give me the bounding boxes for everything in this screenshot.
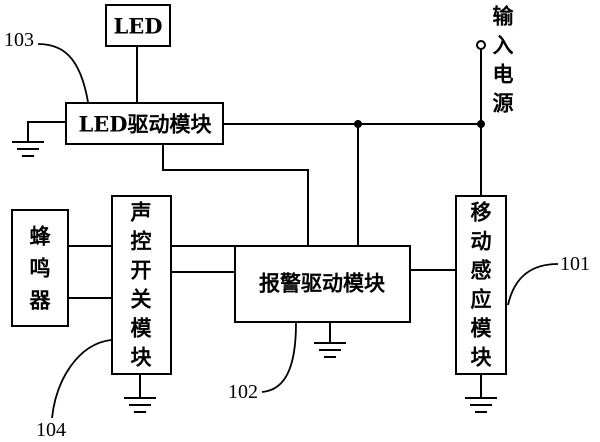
motion-sensor-char: 模 bbox=[471, 316, 493, 341]
voice-switch-char: 块 bbox=[131, 345, 153, 370]
voice-switch-char: 控 bbox=[131, 229, 152, 254]
ref-102: 102 bbox=[228, 322, 297, 403]
ref-101: 101 bbox=[507, 253, 590, 306]
leader-line-102 bbox=[261, 322, 297, 393]
power-input-label: 输 入 电 源 bbox=[493, 4, 515, 116]
motion-sensor-char: 应 bbox=[471, 287, 492, 312]
motion-sensor-char: 移 bbox=[471, 200, 492, 225]
power-input-char: 源 bbox=[493, 91, 514, 116]
buzzer-char: 蜂 bbox=[30, 224, 52, 249]
junction-dot-left bbox=[354, 120, 362, 128]
ground-symbol-voice-switch bbox=[124, 397, 156, 413]
ground-symbol-motion-sensor bbox=[465, 397, 497, 413]
led-block-label: LED bbox=[114, 14, 163, 39]
buzzer-block: 蜂 鸣 器 bbox=[11, 209, 69, 327]
junction-dot-right bbox=[477, 120, 485, 128]
motion-sensor-char: 感 bbox=[471, 258, 492, 283]
ref-label-101: 101 bbox=[560, 253, 590, 275]
buzzer-char: 鸣 bbox=[30, 256, 51, 281]
power-input-terminal bbox=[476, 40, 486, 50]
power-input-char: 入 bbox=[493, 33, 514, 58]
ref-label-104: 104 bbox=[36, 419, 66, 441]
power-input-char: 输 bbox=[493, 4, 515, 29]
ref-104: 104 bbox=[36, 339, 112, 441]
motion-sensor-block: 移 动 感 应 模 块 bbox=[455, 195, 507, 375]
led-driver-label: LED驱动模块 bbox=[79, 112, 213, 137]
leader-line-103 bbox=[37, 43, 89, 103]
led-block: LED bbox=[105, 4, 171, 47]
voice-switch-char: 关 bbox=[131, 287, 152, 312]
alarm-driver-block: 报警驱动模块 bbox=[234, 245, 411, 323]
buzzer-char: 器 bbox=[29, 288, 52, 313]
ref-103: 103 bbox=[4, 29, 89, 103]
wire-led-driver-ground bbox=[27, 121, 66, 142]
leader-line-101 bbox=[507, 263, 559, 306]
ref-label-102: 102 bbox=[228, 381, 258, 403]
motion-sensor-char: 动 bbox=[471, 229, 492, 254]
led-driver-block: LED驱动模块 bbox=[65, 102, 224, 145]
wire-led-driver-alarm bbox=[162, 144, 309, 246]
voice-switch-char: 声 bbox=[130, 200, 152, 225]
leader-line-104 bbox=[51, 339, 112, 419]
power-input-char: 电 bbox=[493, 62, 514, 87]
voice-switch-char: 模 bbox=[131, 316, 153, 341]
voice-switch-block: 声 控 开 关 模 块 bbox=[111, 195, 172, 375]
voice-switch-char: 开 bbox=[131, 258, 152, 283]
ref-label-103: 103 bbox=[4, 29, 34, 51]
ground-symbol-led-driver bbox=[12, 141, 44, 157]
motion-sensor-char: 块 bbox=[471, 345, 493, 370]
ground-symbol-alarm-driver bbox=[314, 342, 346, 358]
wires bbox=[27, 46, 482, 398]
alarm-driver-label: 报警驱动模块 bbox=[259, 271, 386, 296]
